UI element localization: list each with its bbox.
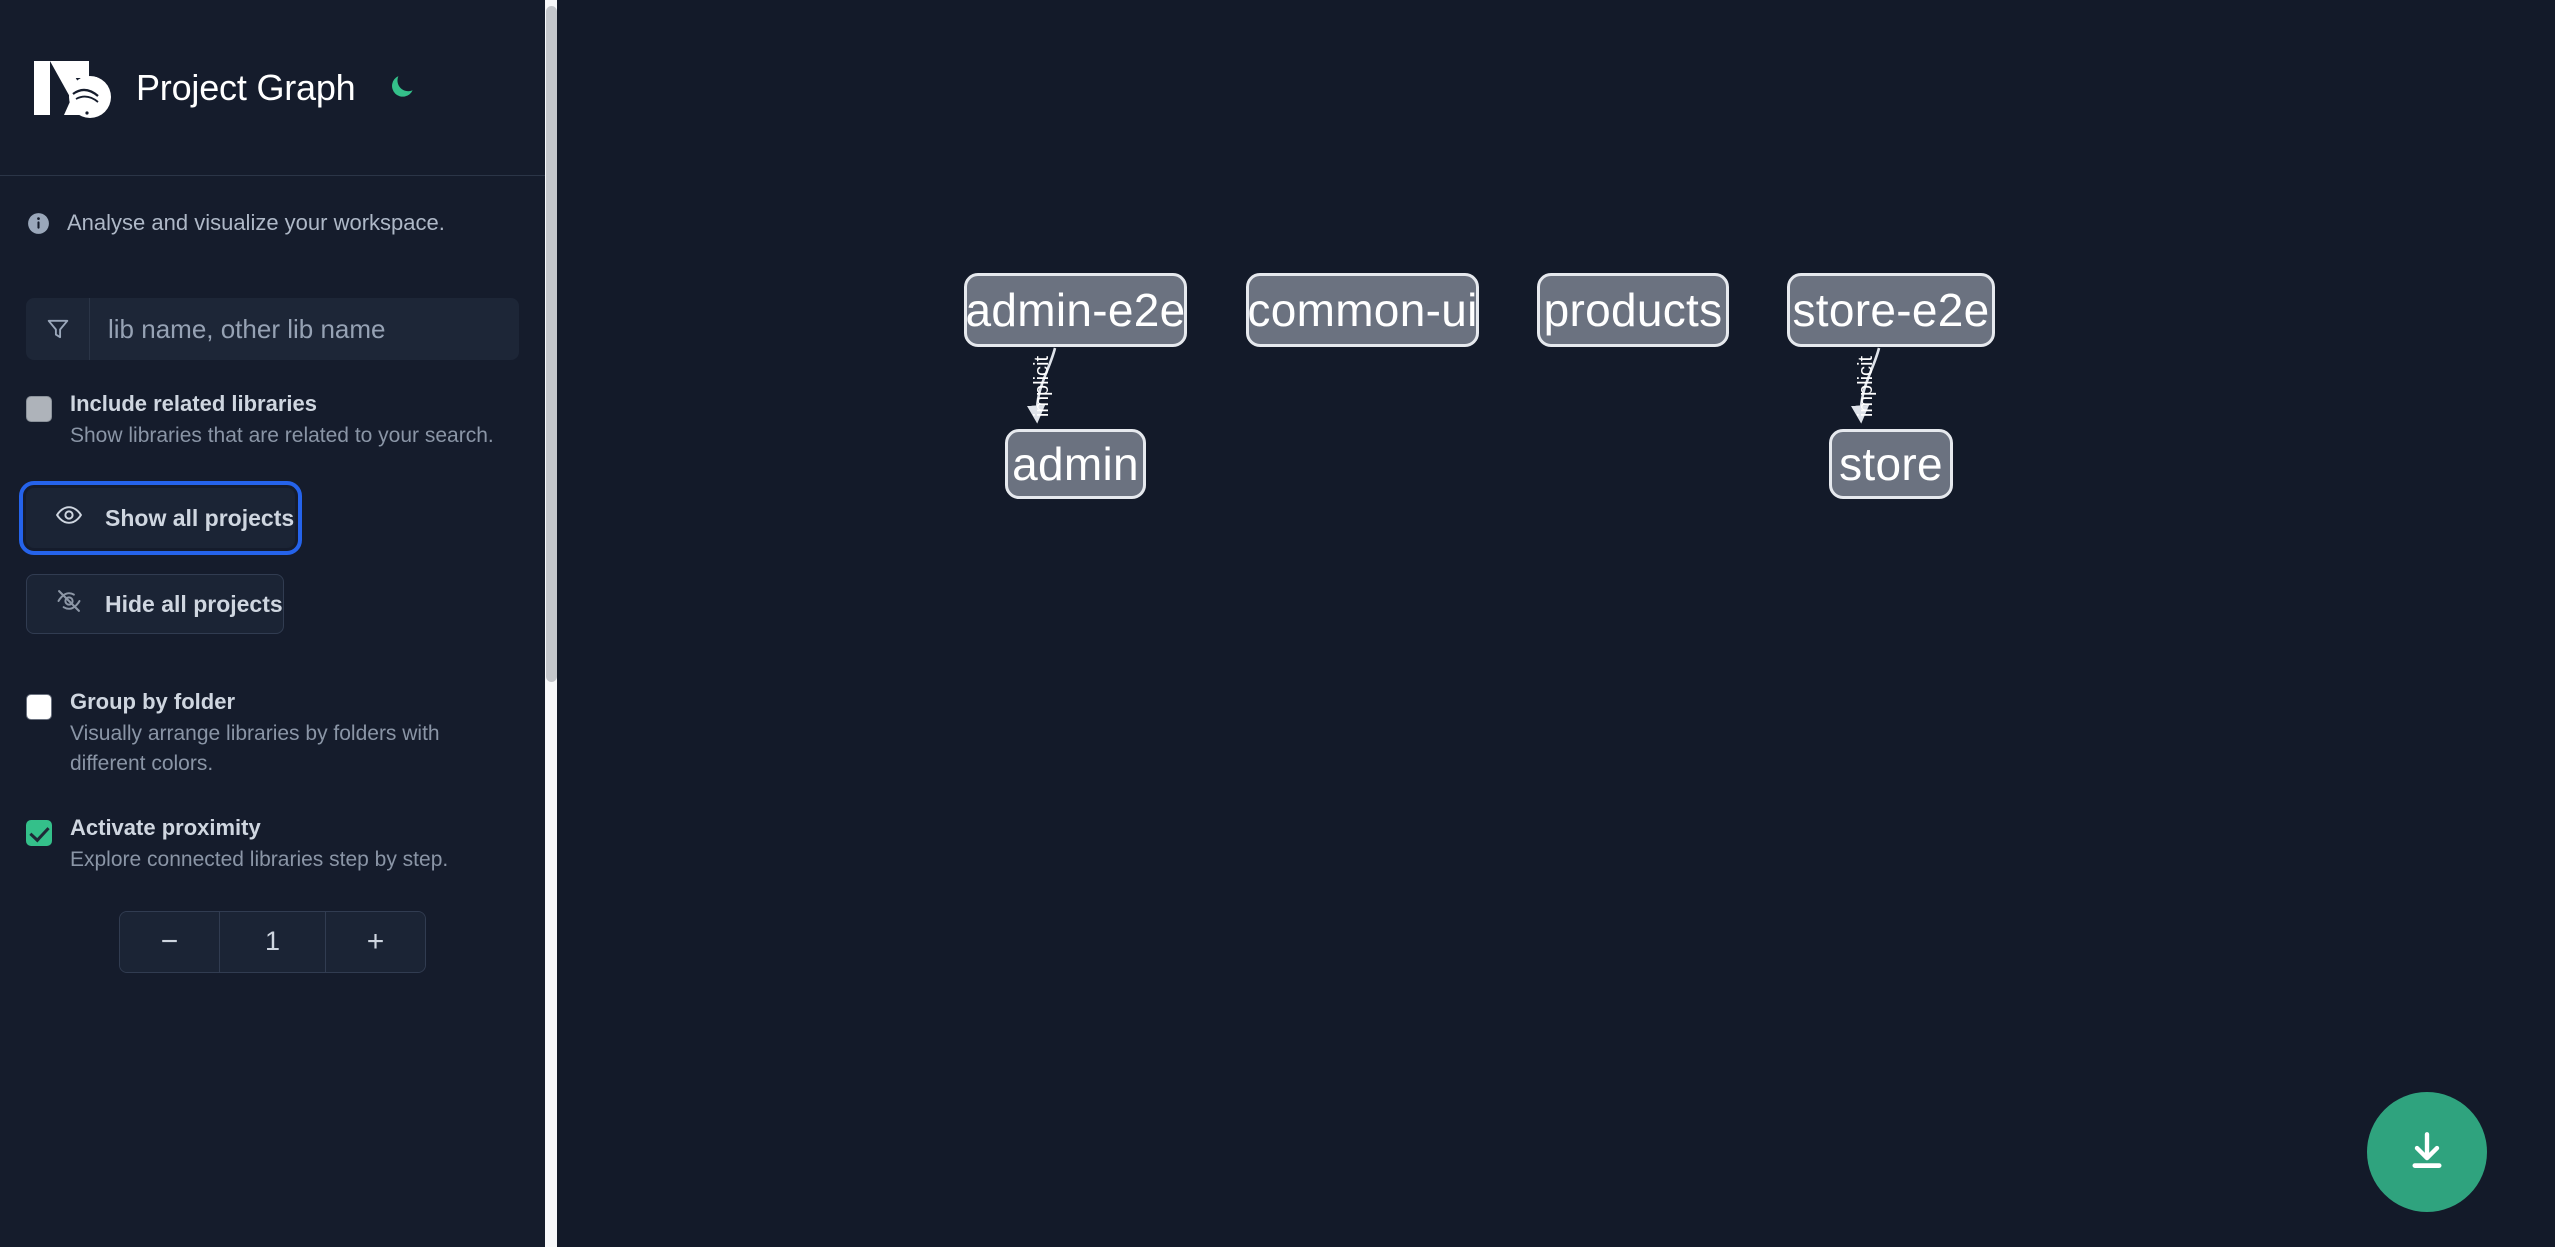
node-label: admin (1012, 438, 1139, 490)
proximity-stepper-wrap: − 1 + (0, 910, 545, 973)
sidebar-scrollbar[interactable] (545, 0, 557, 1247)
node-label: store (1839, 438, 1943, 490)
graph-edges-layer (1027, 347, 1881, 424)
hide-all-projects-label: Hide all projects (105, 590, 283, 617)
info-banner: Analyse and visualize your workspace. (0, 176, 545, 236)
eye-off-icon (55, 587, 83, 621)
info-text: Analyse and visualize your workspace. (67, 210, 445, 235)
option-text-group: Group by folder Visually arrange librari… (70, 688, 505, 778)
graph-node-common-ui[interactable]: common-ui (1246, 273, 1479, 347)
search-input[interactable] (90, 298, 519, 360)
sidebar-content: Project Graph (0, 0, 545, 1247)
graph-node-admin[interactable]: admin (1005, 429, 1146, 499)
option-description: Visually arrange libraries by folders wi… (70, 721, 440, 775)
info-circle-icon (26, 211, 51, 236)
option-title: Include related libraries (70, 391, 317, 416)
option-group-by-folder[interactable]: Group by folder Visually arrange librari… (0, 688, 545, 778)
stepper-decrement-button[interactable]: − (120, 911, 220, 972)
graph-node-store-e2e[interactable]: store-e2e (1787, 273, 1995, 347)
include-related-libraries-checkbox[interactable] (26, 396, 52, 422)
filter-search-bar[interactable] (26, 298, 519, 360)
brand-header: Project Graph (0, 0, 545, 175)
download-icon (2402, 1126, 2452, 1179)
theme-toggle-button[interactable] (382, 68, 422, 108)
spacer-1 (0, 450, 545, 488)
activate-proximity-checkbox[interactable] (26, 820, 52, 847)
stepper-value: 1 (220, 911, 325, 972)
funnel-filter-icon (26, 298, 90, 360)
show-all-projects-label: Show all projects (105, 504, 295, 531)
node-label: store-e2e (1792, 284, 1990, 336)
option-text-group: Include related libraries Show libraries… (70, 390, 494, 450)
edge-label-admin-implicit: implicit (1031, 355, 1054, 418)
graph-node-products[interactable]: products (1537, 273, 1729, 347)
hide-all-projects-button[interactable]: Hide all projects (26, 574, 284, 635)
option-include-related-libraries[interactable]: Include related libraries Show libraries… (0, 390, 545, 450)
app-title: Project Graph (136, 66, 356, 108)
edge-label-store-implicit: implicit (1855, 355, 1878, 418)
graph-canvas[interactable]: implicit implicit admin-e2e common-ui pr… (557, 0, 2555, 1247)
spacer-2 (0, 548, 545, 574)
option-text-group: Activate proximity Explore connected lib… (70, 814, 448, 874)
node-label: admin-e2e (965, 284, 1186, 336)
option-title: Activate proximity (70, 815, 261, 841)
option-activate-proximity[interactable]: Activate proximity Explore connected lib… (0, 814, 545, 874)
group-by-folder-checkbox[interactable] (26, 694, 52, 721)
spacer-3 (0, 634, 545, 658)
header-divider (0, 175, 545, 176)
graph-node-admin-e2e[interactable]: admin-e2e (964, 273, 1187, 347)
download-graph-button[interactable] (2367, 1092, 2487, 1212)
node-label: common-ui (1247, 284, 1478, 336)
proximity-stepper[interactable]: − 1 + (119, 910, 426, 973)
graph-node-store[interactable]: store (1829, 429, 1953, 499)
show-all-projects-button[interactable]: Show all projects (18, 481, 303, 556)
node-label: products (1543, 284, 1723, 336)
eye-icon (55, 501, 83, 535)
stepper-increment-button[interactable]: + (325, 911, 425, 972)
nx-logo-icon (26, 57, 114, 119)
option-description: Explore connected libraries step by step… (70, 847, 449, 871)
option-title: Group by folder (70, 689, 235, 715)
option-description: Show libraries that are related to your … (70, 423, 494, 447)
sidebar: Project Graph (0, 0, 557, 1247)
moon-icon (387, 71, 417, 104)
sidebar-scrollbar-thumb[interactable] (546, 6, 557, 682)
